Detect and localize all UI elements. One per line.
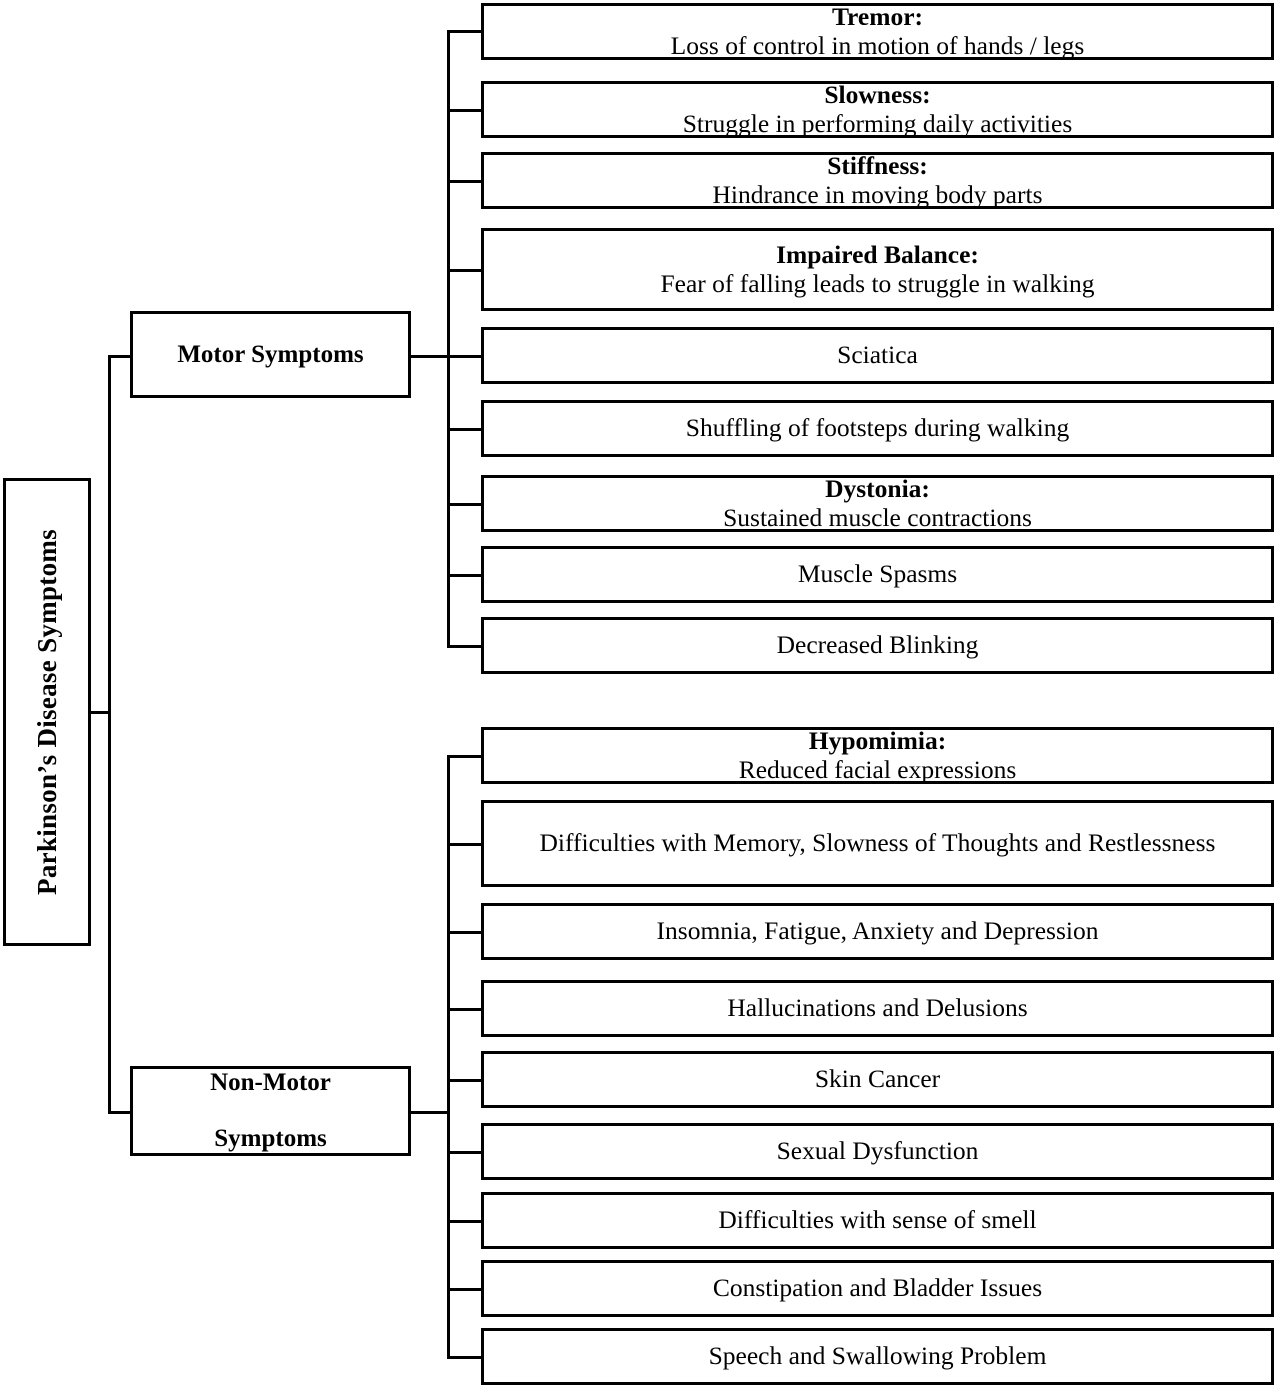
category-nonmotor-label-line1: Non-Motor bbox=[210, 1069, 331, 1096]
connector-root-stub bbox=[91, 711, 111, 714]
motor-leaf-box-8: Muscle Spasms bbox=[481, 546, 1274, 603]
connector-motor-leaf-9 bbox=[447, 645, 484, 648]
connector-nonmotor-leaf-2 bbox=[447, 843, 484, 846]
nonmotor-leaf-text-4: Hallucinations and Delusions bbox=[707, 994, 1047, 1023]
motor-leaf-desc-7: Sustained muscle contractions bbox=[723, 502, 1032, 532]
motor-leaf-box-1: Tremor: Loss of control in motion of han… bbox=[481, 1, 1274, 60]
motor-leaf-box-7: Dystonia: Sustained muscle contractions bbox=[481, 473, 1274, 532]
connector-nonmotor-leaf-8 bbox=[447, 1288, 484, 1291]
root-node-label: Parkinson’s Disease Symptoms bbox=[31, 529, 62, 895]
motor-leaf-desc-3: Hindrance in moving body parts bbox=[712, 179, 1043, 209]
motor-leaf-desc-1: Loss of control in motion of hands / leg… bbox=[670, 30, 1085, 60]
nonmotor-leaf-text-7: Difficulties with sense of smell bbox=[698, 1206, 1056, 1235]
motor-leaf-desc-5: Sciatica bbox=[837, 340, 918, 370]
connector-motor-trunk bbox=[447, 30, 450, 648]
motor-leaf-desc-6: Shuffling of footsteps during walking bbox=[685, 413, 1070, 443]
nonmotor-leaf-box-9: Speech and Swallowing Problem bbox=[481, 1328, 1274, 1385]
nonmotor-leaf-text-3: Insomnia, Fatigue, Anxiety and Depressio… bbox=[637, 917, 1119, 946]
nonmotor-leaf-desc-2: Difficulties with Memory, Slowness of Th… bbox=[539, 828, 1216, 858]
motor-leaf-text-4: Impaired Balance: Fear of falling leads … bbox=[640, 239, 1114, 298]
nonmotor-leaf-box-4: Hallucinations and Delusions bbox=[481, 980, 1274, 1037]
nonmotor-leaf-desc-4: Hallucinations and Delusions bbox=[727, 993, 1028, 1023]
nonmotor-leaf-text-1: Hypomimia: Reduced facial expressions bbox=[719, 725, 1037, 784]
motor-leaf-text-2: Slowness: Struggle in performing daily a… bbox=[663, 79, 1093, 138]
connector-motor-leaf-4 bbox=[447, 269, 484, 272]
motor-leaf-term-7: Dystonia: bbox=[825, 473, 930, 503]
motor-leaf-desc-8: Muscle Spasms bbox=[797, 559, 958, 589]
nonmotor-leaf-box-8: Constipation and Bladder Issues bbox=[481, 1260, 1274, 1317]
connector-nonmotor-leaf-6 bbox=[447, 1151, 484, 1154]
connector-motor-leaf-7 bbox=[447, 503, 484, 506]
nonmotor-leaf-text-6: Sexual Dysfunction bbox=[757, 1137, 999, 1166]
motor-leaf-box-9: Decreased Blinking bbox=[481, 617, 1274, 674]
motor-leaf-text-5: Sciatica bbox=[817, 341, 938, 370]
motor-leaf-box-3: Stiffness: Hindrance in moving body part… bbox=[481, 150, 1274, 209]
connector-nonmotor-leaf-4 bbox=[447, 1008, 484, 1011]
connector-nonmotor-trunk bbox=[447, 755, 450, 1356]
motor-leaf-box-2: Slowness: Struggle in performing daily a… bbox=[481, 79, 1274, 138]
nonmotor-leaf-box-1: Hypomimia: Reduced facial expressions bbox=[481, 725, 1274, 784]
motor-leaf-text-9: Decreased Blinking bbox=[757, 631, 999, 660]
nonmotor-leaf-desc-3: Insomnia, Fatigue, Anxiety and Depressio… bbox=[656, 916, 1099, 946]
connector-motor-leaf-8 bbox=[447, 574, 484, 577]
motor-leaf-text-6: Shuffling of footsteps during walking bbox=[666, 414, 1089, 443]
nonmotor-leaf-box-2: Difficulties with Memory, Slowness of Th… bbox=[481, 800, 1274, 887]
motor-leaf-term-2: Slowness: bbox=[824, 79, 931, 109]
motor-leaf-text-8: Muscle Spasms bbox=[778, 560, 977, 589]
nonmotor-leaf-box-7: Difficulties with sense of smell bbox=[481, 1192, 1274, 1249]
motor-leaf-desc-9: Decreased Blinking bbox=[776, 630, 979, 660]
nonmotor-leaf-desc-8: Constipation and Bladder Issues bbox=[712, 1273, 1043, 1303]
connector-nonmotor-stub bbox=[408, 1111, 450, 1114]
motor-leaf-text-1: Tremor: Loss of control in motion of han… bbox=[651, 1, 1105, 60]
nonmotor-leaf-text-2: Difficulties with Memory, Slowness of Th… bbox=[520, 829, 1236, 858]
connector-nonmotor-leaf-1 bbox=[447, 755, 484, 758]
nonmotor-leaf-box-6: Sexual Dysfunction bbox=[481, 1123, 1274, 1180]
nonmotor-leaf-term-1: Hypomimia: bbox=[808, 725, 947, 755]
connector-trunk-to-nonmotor bbox=[108, 1111, 133, 1114]
category-node-motor-symptoms: Motor Symptoms bbox=[130, 311, 411, 398]
nonmotor-leaf-text-8: Constipation and Bladder Issues bbox=[693, 1274, 1062, 1303]
motor-leaf-box-6: Shuffling of footsteps during walking bbox=[481, 400, 1274, 457]
category-nonmotor-label-line2: Symptoms bbox=[214, 1125, 327, 1152]
connector-root-trunk bbox=[108, 355, 111, 1114]
motor-leaf-term-4: Impaired Balance: bbox=[776, 239, 979, 269]
nonmotor-leaf-text-9: Speech and Swallowing Problem bbox=[689, 1342, 1067, 1371]
connector-motor-leaf-3 bbox=[447, 180, 484, 183]
category-motor-label: Motor Symptoms bbox=[177, 340, 364, 368]
motor-leaf-box-5: Sciatica bbox=[481, 327, 1274, 384]
connector-motor-stub bbox=[408, 355, 450, 358]
connector-motor-leaf-2 bbox=[447, 109, 484, 112]
motor-leaf-term-3: Stiffness: bbox=[827, 150, 928, 180]
connector-trunk-to-motor bbox=[108, 355, 133, 358]
connector-motor-leaf-6 bbox=[447, 428, 484, 431]
nonmotor-leaf-box-5: Skin Cancer bbox=[481, 1051, 1274, 1108]
connector-motor-leaf-1 bbox=[447, 30, 484, 33]
connector-nonmotor-leaf-9 bbox=[447, 1356, 484, 1359]
connector-nonmotor-leaf-5 bbox=[447, 1079, 484, 1082]
motor-leaf-term-1: Tremor: bbox=[831, 1, 924, 31]
motor-leaf-box-4: Impaired Balance: Fear of falling leads … bbox=[481, 228, 1274, 311]
connector-nonmotor-leaf-7 bbox=[447, 1220, 484, 1223]
nonmotor-leaf-desc-9: Speech and Swallowing Problem bbox=[708, 1341, 1047, 1371]
nonmotor-leaf-box-3: Insomnia, Fatigue, Anxiety and Depressio… bbox=[481, 903, 1274, 960]
motor-leaf-desc-2: Struggle in performing daily activities bbox=[682, 108, 1073, 138]
motor-leaf-text-3: Stiffness: Hindrance in moving body part… bbox=[692, 150, 1062, 209]
motor-leaf-desc-4: Fear of falling leads to struggle in wal… bbox=[660, 268, 1095, 298]
connector-nonmotor-leaf-3 bbox=[447, 931, 484, 934]
nonmotor-leaf-desc-1: Reduced facial expressions bbox=[738, 754, 1017, 784]
connector-motor-leaf-5 bbox=[447, 355, 484, 358]
nonmotor-leaf-desc-6: Sexual Dysfunction bbox=[776, 1136, 979, 1166]
nonmotor-leaf-text-5: Skin Cancer bbox=[795, 1065, 960, 1094]
root-node-parkinsons-disease-symptoms: Parkinson’s Disease Symptoms bbox=[3, 478, 91, 946]
motor-leaf-text-7: Dystonia: Sustained muscle contractions bbox=[703, 473, 1052, 532]
nonmotor-leaf-desc-5: Skin Cancer bbox=[814, 1064, 941, 1094]
nonmotor-leaf-desc-7: Difficulties with sense of smell bbox=[718, 1205, 1037, 1235]
